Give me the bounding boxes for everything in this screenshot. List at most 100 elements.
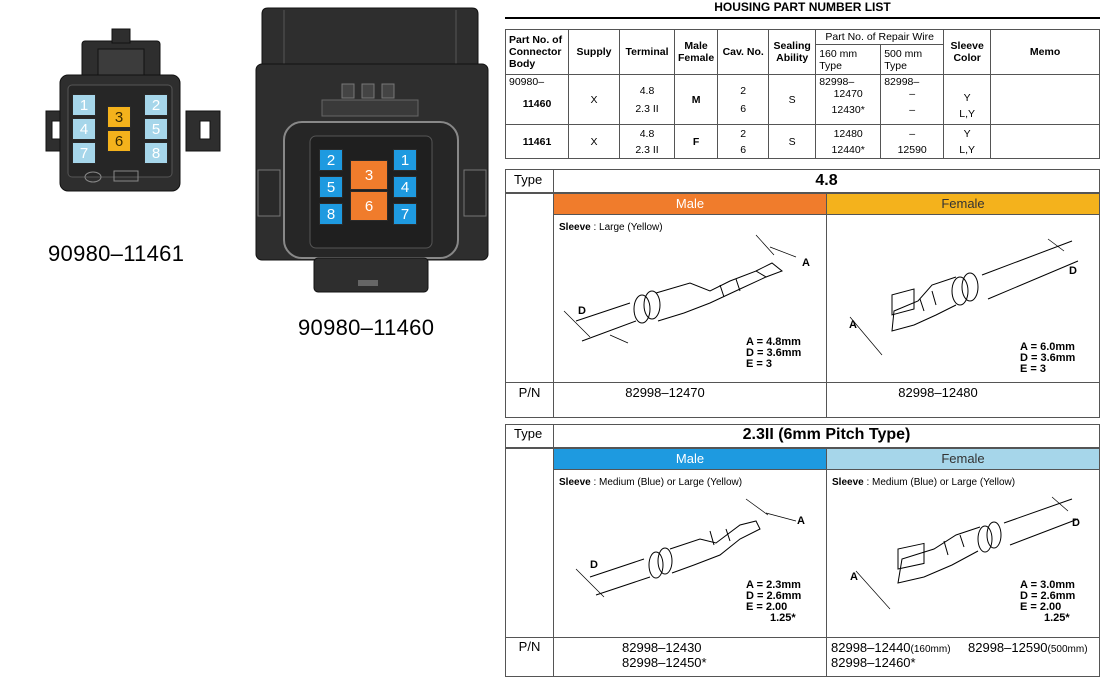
dim-letter: D bbox=[578, 305, 586, 317]
female-pn: 82998–12460* bbox=[831, 655, 916, 670]
female-pn-cell bbox=[826, 382, 1100, 418]
cell: – bbox=[909, 88, 916, 100]
cell-memo bbox=[990, 124, 1100, 159]
female-header: Female bbox=[826, 193, 1100, 215]
cavity: 4 bbox=[393, 176, 417, 198]
type-label: Type bbox=[514, 426, 543, 441]
cavity: 2 bbox=[319, 149, 343, 171]
female-pn: 82998–12480 bbox=[898, 385, 978, 400]
cell: 12470 bbox=[833, 88, 863, 100]
sleeve-note: Sleeve : Large (Yellow) bbox=[559, 222, 663, 233]
dim-letter: D bbox=[1072, 517, 1080, 529]
dim-line: A = 2.3mm bbox=[746, 579, 801, 591]
header-terminal: Terminal bbox=[619, 29, 675, 75]
dim-letter: A bbox=[849, 319, 857, 331]
header-sleeve-color: Sleeve Color bbox=[943, 29, 992, 75]
female-pn-value: 82998–12590 bbox=[968, 640, 1048, 655]
header-repair-wire: Part No. of Repair Wire bbox=[815, 29, 945, 45]
housing-part-table: Part No. of Connector Body Supply Termin… bbox=[505, 29, 1100, 159]
blank-cell bbox=[505, 448, 554, 638]
cell: 2 bbox=[740, 84, 747, 97]
header-160mm: 160 mm Type bbox=[815, 44, 882, 75]
male-header: Male bbox=[553, 448, 827, 470]
header-male-female: Male Female bbox=[673, 29, 719, 75]
dim-line: E = 3 bbox=[1020, 363, 1046, 375]
cell: – bbox=[909, 127, 916, 140]
table-title: HOUSING PART NUMBER LIST bbox=[714, 0, 891, 14]
male-pn: 82998–12470 bbox=[625, 385, 705, 400]
divider bbox=[505, 17, 1100, 19]
connector-11460-housing bbox=[255, 7, 489, 293]
header-supply: Supply bbox=[568, 29, 620, 75]
male-terminal-drawing bbox=[575, 498, 797, 598]
cavity: 5 bbox=[319, 176, 343, 198]
connector-label: 90980–11460 bbox=[298, 315, 435, 340]
cell: 6 bbox=[740, 143, 747, 156]
type-title-cell bbox=[553, 424, 1100, 448]
dim-line: D = 3.6mm bbox=[1020, 352, 1076, 364]
dim-line: D = 3.6mm bbox=[746, 347, 802, 359]
dim-line: A = 6.0mm bbox=[1020, 341, 1075, 353]
dim-letter: A bbox=[797, 515, 805, 527]
cell: 2 bbox=[740, 127, 747, 140]
type-label: Type bbox=[514, 172, 543, 187]
female-pn: 82998–12440(160mm) bbox=[831, 640, 951, 655]
cell: L,Y bbox=[959, 107, 976, 120]
sleeve-key: Sleeve bbox=[559, 477, 591, 488]
cell: S bbox=[768, 124, 817, 159]
sleeve-key: Sleeve bbox=[559, 222, 591, 233]
header-cav-no: Cav. No. bbox=[717, 29, 770, 75]
sleeve-text: : Medium (Blue) or Large (Yellow) bbox=[863, 477, 1016, 488]
part-no: 11460 bbox=[522, 98, 552, 110]
female-pn-note: (500mm) bbox=[1047, 644, 1088, 655]
cell-memo bbox=[990, 74, 1100, 125]
cavity: 6 bbox=[350, 191, 388, 221]
dim-line: 1.25* bbox=[1044, 612, 1070, 624]
sleeve-text: : Medium (Blue) or Large (Yellow) bbox=[590, 477, 743, 488]
header-sealing: Sealing Ability bbox=[768, 29, 817, 75]
cavity: 2 bbox=[144, 94, 168, 116]
cell: L,Y bbox=[959, 143, 976, 156]
dim-letter: A bbox=[850, 571, 858, 583]
dim-line: A = 3.0mm bbox=[1020, 579, 1075, 591]
female-pn-value: 82998–12440 bbox=[831, 640, 911, 655]
type-title: 4.8 bbox=[815, 172, 838, 189]
cell: 4.8 bbox=[639, 127, 655, 140]
cavity: 8 bbox=[144, 142, 168, 164]
cell: – bbox=[909, 104, 916, 116]
part-no: 11461 bbox=[505, 124, 569, 159]
wire-prefix: 82998– bbox=[884, 76, 920, 88]
cell: X bbox=[568, 74, 620, 125]
connector-11461-housing bbox=[45, 28, 221, 192]
cell: Y bbox=[963, 127, 971, 140]
header-500mm: 500 mm Type bbox=[880, 44, 945, 75]
part-prefix: 90980– bbox=[509, 76, 545, 88]
female-pn-note: (160mm) bbox=[910, 644, 951, 655]
dim-line: D = 2.6mm bbox=[746, 590, 802, 602]
dim-letter: D bbox=[590, 559, 598, 571]
cavity: 6 bbox=[107, 130, 131, 152]
male-pn: 82998–12430 bbox=[622, 640, 702, 655]
cavity: 3 bbox=[350, 160, 388, 190]
cell: 12440* bbox=[831, 143, 865, 156]
cavity: 1 bbox=[393, 149, 417, 171]
dim-line: E = 3 bbox=[746, 358, 772, 370]
male-terminal-drawing bbox=[563, 234, 797, 344]
cavity: 7 bbox=[393, 203, 417, 225]
cell: 2.3 II bbox=[635, 102, 659, 115]
cell: 4.8 bbox=[639, 84, 655, 97]
cell: 2.3 II bbox=[635, 143, 659, 156]
male-header: Male bbox=[553, 193, 827, 215]
wire-prefix: 82998– bbox=[819, 76, 855, 88]
female-header: Female bbox=[826, 448, 1100, 470]
cavity: 1 bbox=[72, 94, 96, 116]
header-part-no: Part No. of Connector Body bbox=[505, 29, 569, 75]
cavity: 7 bbox=[72, 142, 96, 164]
cell: Y bbox=[963, 91, 971, 104]
cavity: 4 bbox=[72, 118, 96, 140]
cavity: 5 bbox=[144, 118, 168, 140]
cell: X bbox=[568, 124, 620, 159]
pn-label: P/N bbox=[518, 385, 541, 400]
dim-letter: D bbox=[1069, 265, 1077, 277]
